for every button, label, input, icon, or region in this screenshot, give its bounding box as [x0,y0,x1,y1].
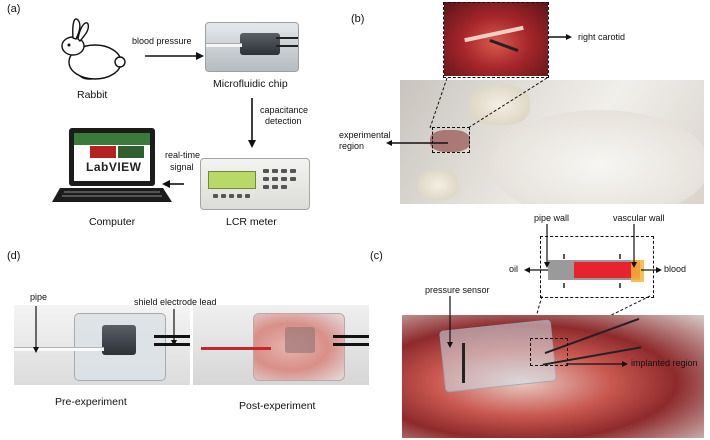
right-carotid-label: right carotid [578,32,626,42]
implanted-region-box [530,338,568,366]
pre-experiment-photo [14,305,190,385]
real-time-label: real-time [165,150,201,160]
post-experiment-label: Post-experiment [239,400,316,412]
microfluidic-chip-photo [205,22,299,72]
panel-d-label: (d) [7,250,21,262]
rabbit-label: Rabbit [77,89,108,101]
pipe-wall-label: pipe wall [534,213,570,223]
panel-a-label: (a) [7,3,21,15]
pipe-label: pipe [30,292,48,302]
detection-label: detection [265,116,302,126]
right-carotid-inset-photo [444,2,548,76]
computer-label: Computer [89,216,136,228]
blood-pressure-label: blood pressure [132,36,192,46]
carotid-dashed-box [443,2,549,78]
oil-label: oil [509,264,519,274]
pressure-sensor-label: pressure sensor [425,285,490,295]
signal-label: signal [170,162,194,172]
panel-c-label: (c) [370,250,383,262]
implanted-region-label: implanted region [631,358,698,368]
experimental-region-box [432,127,470,153]
shield-electrode-lead-label: shield electrode lead [134,297,217,307]
post-experiment-photo [193,305,369,385]
microfluidic-chip-label: Microfluidic chip [213,78,288,90]
oil-segment [548,262,574,278]
implanted-chip-photo [402,315,704,438]
panel-b-label: (b) [351,13,365,25]
pre-experiment-label: Pre-experiment [55,396,127,408]
capacitance-label: capacitance [260,105,309,115]
vascular-wall-label: vascular wall [613,213,665,223]
laptop-screen-text: LabVIEW [86,160,142,174]
experimental-label: experimental [339,130,391,140]
blood-segment [574,262,640,278]
lcr-meter-photo [200,158,310,210]
region-label: region [339,141,365,151]
blood-label: blood [664,264,687,274]
lcr-meter-label: LCR meter [226,216,277,228]
